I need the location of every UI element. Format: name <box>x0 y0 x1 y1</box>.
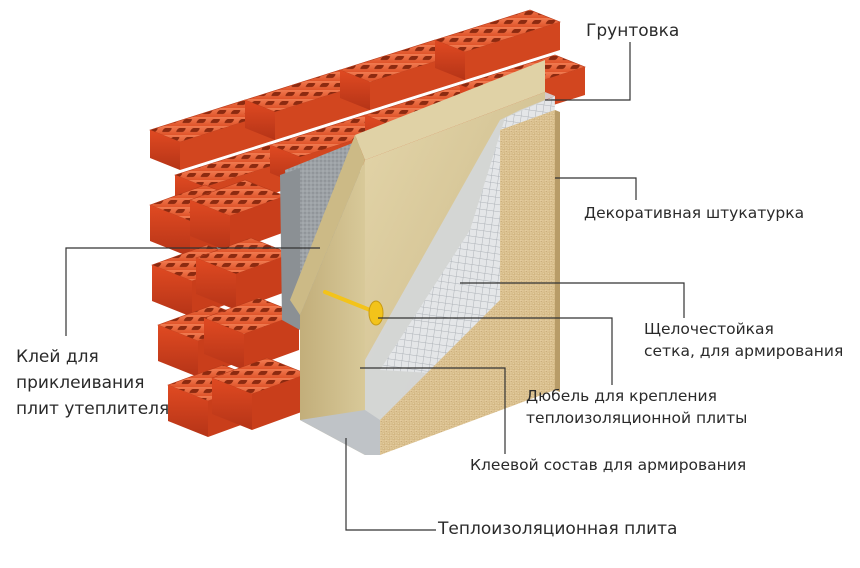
label-dowel: Дюбель для крепления теплоизоляционной п… <box>526 385 747 429</box>
leader-primer <box>545 42 631 101</box>
label-board-adhesive: Клей для приклеивания плит утеплителя <box>16 344 169 422</box>
adhesive-edge <box>300 410 380 455</box>
dowel-head <box>368 300 384 326</box>
brick <box>203 297 300 370</box>
insulation-top <box>355 60 545 160</box>
leader-mesh <box>460 282 685 318</box>
leader-dowel <box>378 317 613 385</box>
label-reinforcing-adhesive: Клеевой состав для армирования <box>470 456 747 474</box>
dowel-shaft <box>323 290 377 314</box>
leader-decorative-plaster <box>555 177 637 200</box>
label-primer: Грунтовка <box>586 21 680 41</box>
insulation-side <box>300 160 365 455</box>
label-glue-line-1: Клей для <box>16 347 99 367</box>
label-dowel-line-1: Дюбель для крепления <box>526 387 717 405</box>
leader-insulation-board <box>345 438 436 531</box>
brick <box>189 179 286 252</box>
label-dowel-line-2: теплоизоляционной плиты <box>526 409 748 427</box>
brick-wall <box>149 9 586 437</box>
label-glue-line-2: приклеивания <box>16 373 145 393</box>
insulation-edge <box>290 135 365 315</box>
label-alkali-resistant-mesh: Щелочестойкая сетка, для армирования <box>644 318 843 362</box>
leader-reinforcing-adhesive <box>360 367 506 454</box>
brick <box>211 357 308 430</box>
brick <box>434 9 561 80</box>
label-mesh-line-2: сетка, для армирования <box>644 342 844 360</box>
brick <box>195 237 292 310</box>
leader-board-adhesive <box>65 247 320 336</box>
label-glue-line-3: плит утеплителя <box>16 399 170 419</box>
label-insulation-board: Теплоизоляционная плита <box>438 519 678 539</box>
decorative-plaster-layer <box>380 110 555 455</box>
label-decorative-plaster: Декоративная штукатурка <box>584 204 805 222</box>
label-mesh-line-1: Щелочестойкая <box>644 320 774 338</box>
plaster-edge <box>555 110 560 392</box>
